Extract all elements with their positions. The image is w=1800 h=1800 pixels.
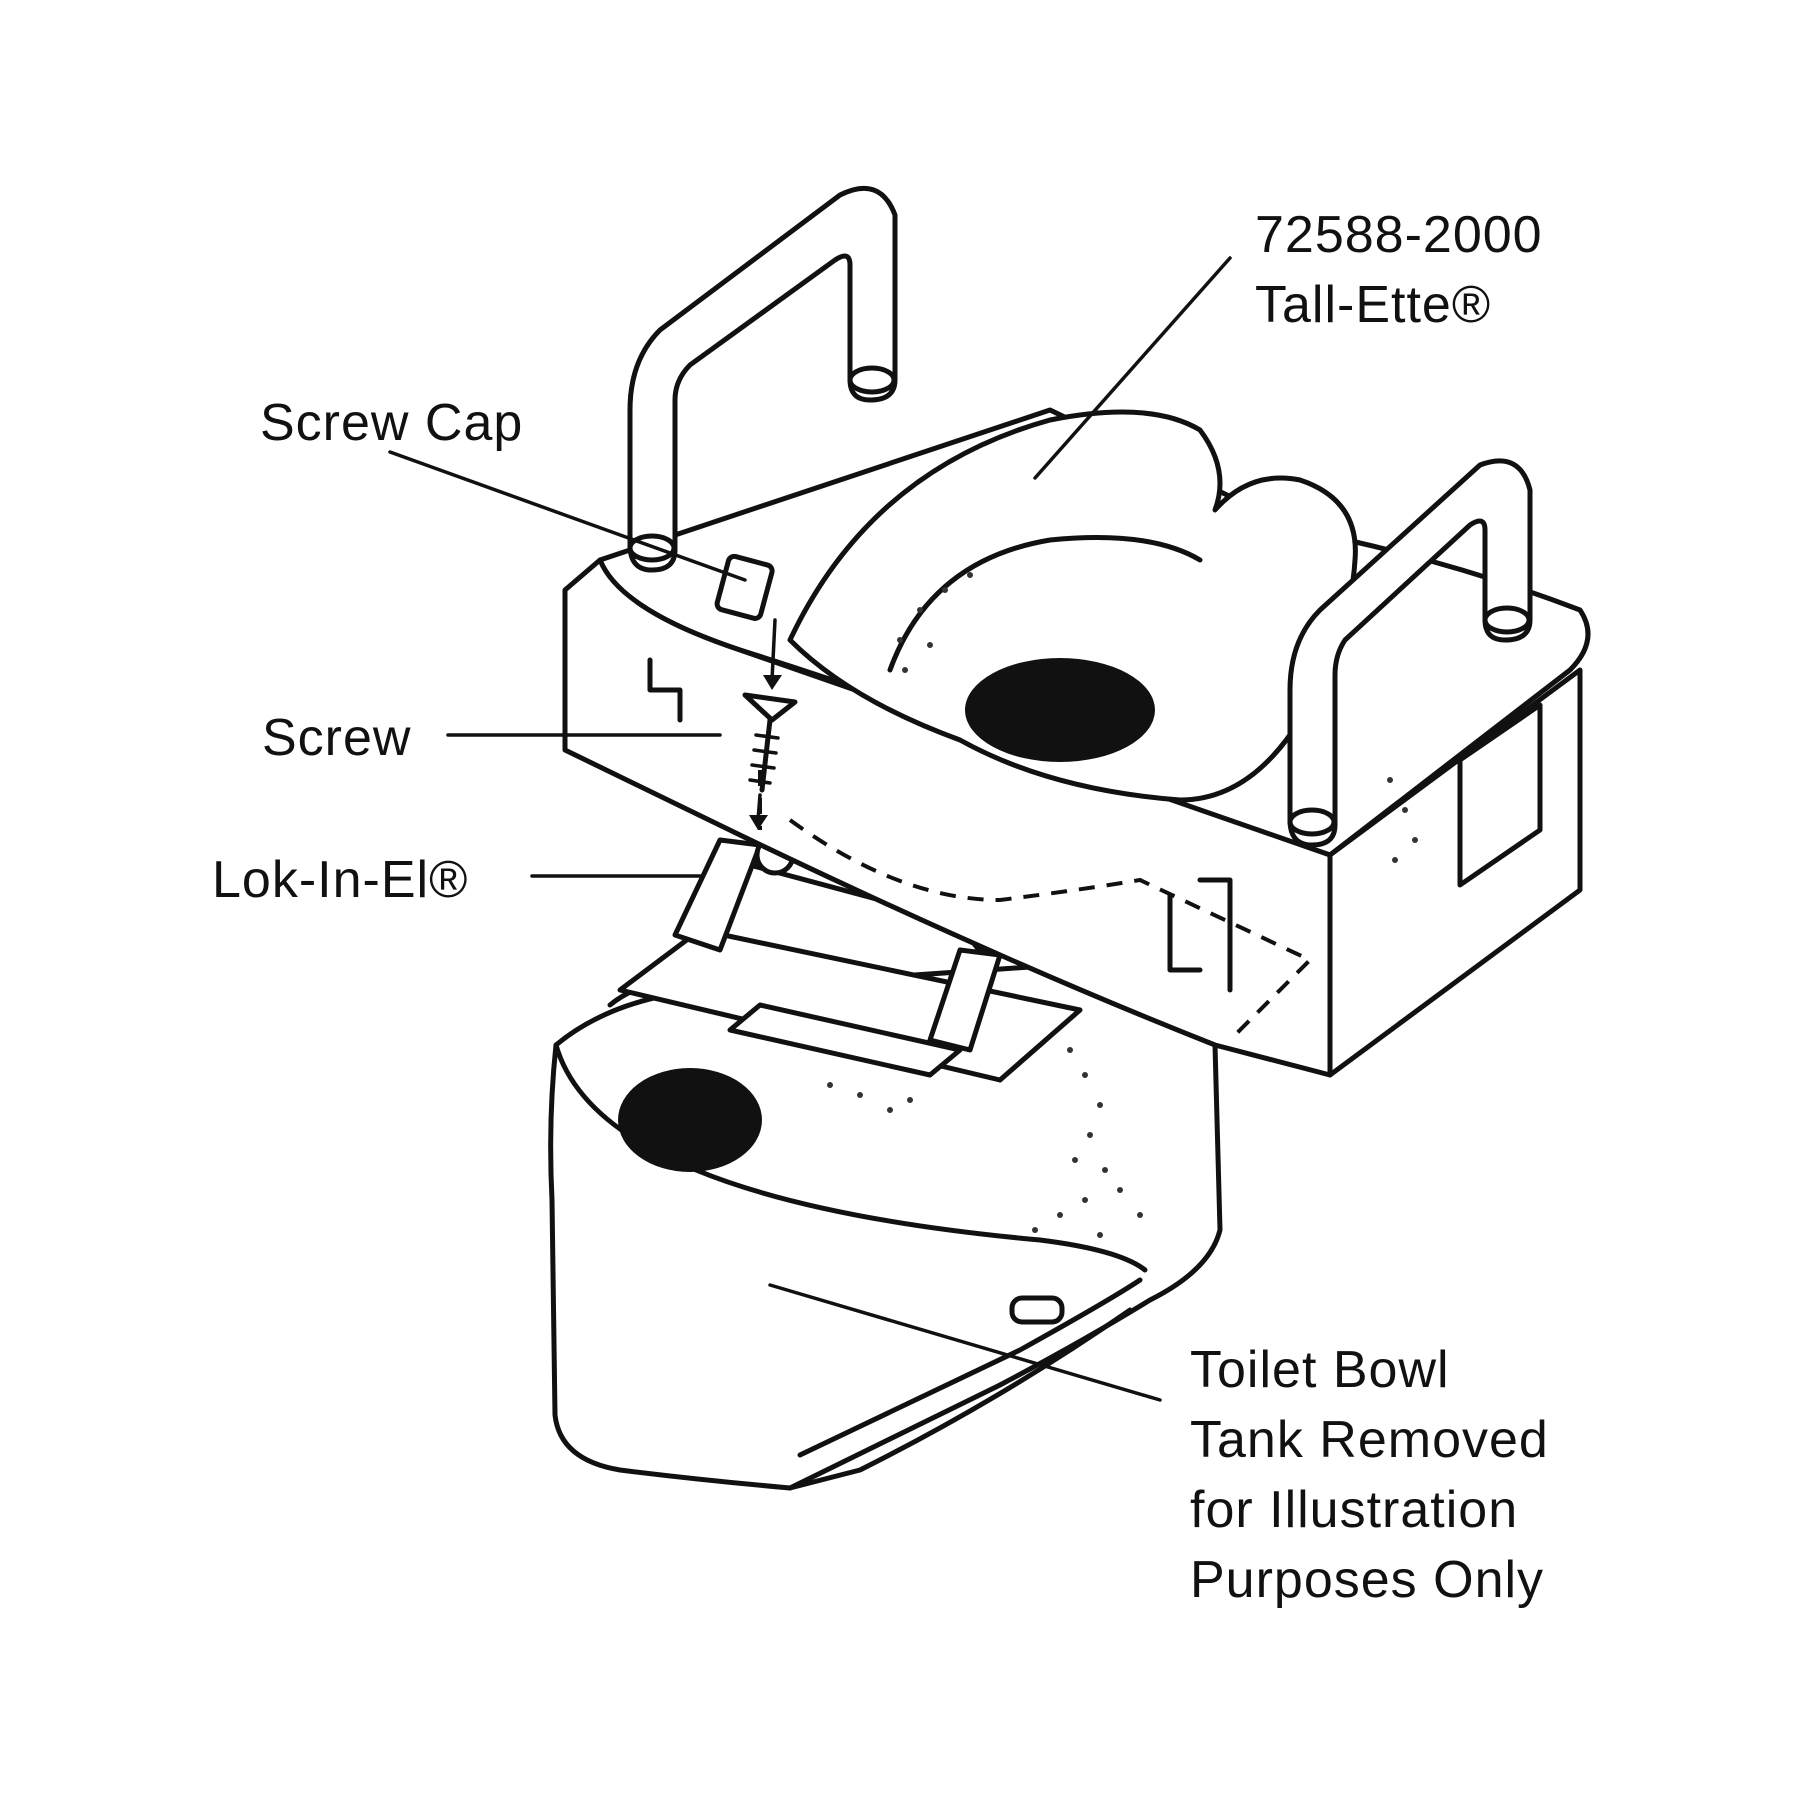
model-label: 72588-2000 Tall-Ette® — [1255, 200, 1543, 340]
bowl-label-line-4: Purposes Only — [1190, 1551, 1545, 1609]
bowl-opening — [618, 1068, 762, 1172]
leader-lines — [388, 256, 1232, 1402]
right-handle — [1287, 458, 1533, 848]
bowl-label-line-2: Tank Removed — [1190, 1411, 1549, 1469]
screw-cap-label: Screw Cap — [260, 394, 524, 452]
model-name: Tall-Ette® — [1255, 276, 1492, 334]
raised-seat-block — [562, 407, 1591, 1078]
leader-model — [1033, 256, 1232, 480]
screw-label: Screw — [262, 709, 412, 767]
model-number: 72588-2000 — [1255, 206, 1543, 264]
bowl-label-line-1: Toilet Bowl — [1190, 1341, 1450, 1399]
bowl-shading — [827, 1047, 1143, 1238]
toilet-bowl-label: Toilet Bowl Tank Removed for Illustratio… — [1190, 1335, 1549, 1615]
screw-cap — [714, 553, 775, 621]
leader-bowl — [768, 1283, 1162, 1402]
left-handle — [627, 185, 898, 621]
screw — [742, 618, 798, 830]
bolt-cap — [1009, 1295, 1065, 1325]
lok-in-el-label: Lok-In-El® — [212, 851, 469, 909]
leader-screw-cap — [388, 450, 747, 582]
seat-opening — [965, 658, 1155, 762]
seat-shading — [897, 572, 1418, 863]
bowl-label-line-3: for Illustration — [1190, 1481, 1519, 1539]
toilet-bowl — [548, 957, 1223, 1491]
